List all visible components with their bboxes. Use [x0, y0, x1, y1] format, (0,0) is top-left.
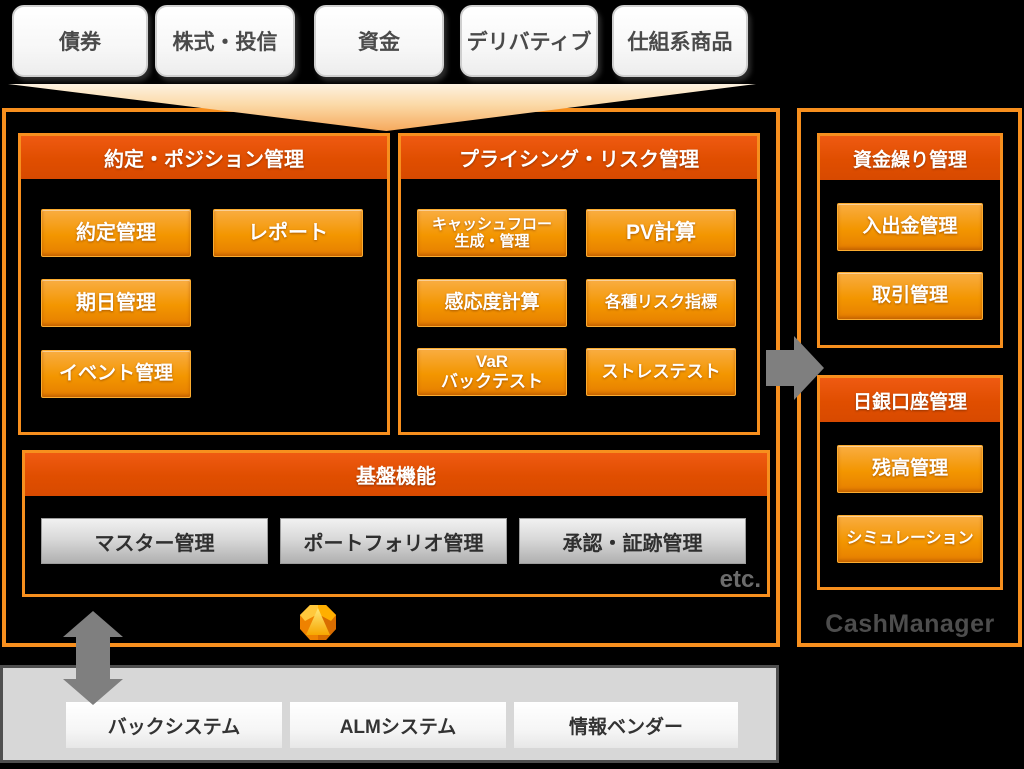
btn-deposit-withdrawal-management: 入出金管理 — [837, 203, 983, 251]
btn-trade-management: 約定管理 — [41, 209, 191, 257]
btn-label: 各種リスク指標 — [604, 293, 717, 311]
btn-label: 残高管理 — [871, 458, 948, 480]
pricing-panel-header: プライシング・リスク管理 — [401, 136, 757, 179]
source-box-derivatives: デリバティブ — [460, 5, 598, 77]
external-systems-bar: バックシステム ALMシステム 情報ベンダー — [0, 665, 779, 763]
btn-label: マスター管理 — [94, 532, 215, 555]
system-label: バックシステム — [107, 716, 241, 738]
btn-stress-test: ストレステスト — [586, 348, 736, 396]
cash-panel-title: 資金繰り管理 — [852, 149, 967, 171]
btn-sensitivity-calculation: 感応度計算 — [417, 279, 567, 327]
btn-label: 生成・管理 — [454, 233, 530, 250]
up-down-arrow-icon — [63, 611, 123, 705]
boj-panel: 日銀口座管理 残高管理 シミュレーション — [817, 375, 1003, 590]
trade-panel-title: 約定・ポジション管理 — [104, 149, 304, 171]
system-box-info-vendor: 情報ベンダー — [514, 702, 738, 748]
source-label: 株式・投信 — [172, 31, 278, 54]
btn-master-management: マスター管理 — [41, 518, 268, 564]
btn-label: イベント管理 — [58, 363, 173, 385]
cash-panel-header: 資金繰り管理 — [820, 136, 1000, 180]
btn-report: レポート — [213, 209, 363, 257]
source-label: 資金 — [358, 31, 400, 54]
btn-label: キャッシュフロー — [431, 215, 552, 233]
system-box-back-system: バックシステム — [66, 702, 282, 748]
btn-balance-management: 残高管理 — [837, 445, 983, 493]
btn-simulation: シミュレーション — [837, 515, 983, 563]
btn-label: ストレステスト — [601, 362, 721, 382]
btn-approval-audit-management: 承認・証跡管理 — [519, 518, 746, 564]
source-label: 仕組系商品 — [627, 31, 733, 54]
source-label: デリバティブ — [466, 31, 592, 54]
platform-panel-header: 基盤機能 — [25, 453, 767, 496]
btn-var-backtest: VaR バックテスト — [417, 348, 567, 396]
source-box-bonds: 債券 — [12, 5, 148, 77]
btn-pv-calculation: PV計算 — [586, 209, 736, 257]
btn-event-management: イベント管理 — [41, 350, 191, 398]
cash-panel: 資金繰り管理 入出金管理 取引管理 — [817, 133, 1003, 348]
right-arrow-icon — [766, 336, 824, 400]
system-box-alm-system: ALMシステム — [290, 702, 506, 748]
boj-panel-title: 日銀口座管理 — [852, 391, 967, 413]
source-label: 債券 — [59, 31, 101, 54]
btn-label: 感応度計算 — [444, 292, 540, 314]
btn-label: ポートフォリオ管理 — [303, 532, 484, 555]
etc-label: etc. — [719, 566, 761, 593]
btn-label: 約定管理 — [76, 221, 156, 244]
platform-panel-title: 基盤機能 — [356, 466, 436, 488]
btn-label: PV計算 — [625, 220, 696, 244]
btn-transaction-management: 取引管理 — [837, 272, 983, 320]
btn-maturity-management: 期日管理 — [41, 279, 191, 327]
pricing-panel-title: プライシング・リスク管理 — [459, 149, 699, 171]
btn-label: 取引管理 — [871, 285, 948, 307]
pricing-panel: プライシング・リスク管理 キャッシュフロー 生成・管理 PV計算 感応度計算 各… — [398, 133, 760, 435]
trade-panel-header: 約定・ポジション管理 — [21, 136, 387, 179]
btn-label: VaR — [475, 352, 509, 372]
platform-panel: 基盤機能 マスター管理 ポートフォリオ管理 承認・証跡管理 etc. — [22, 450, 770, 597]
btn-label: 承認・証跡管理 — [562, 532, 703, 555]
btn-label: レポート — [248, 221, 328, 244]
source-box-equity: 株式・投信 — [155, 5, 295, 77]
btn-cashflow-management: キャッシュフロー 生成・管理 — [417, 209, 567, 257]
btn-label: シミュレーション — [846, 529, 974, 547]
system-label: ALMシステム — [339, 716, 457, 738]
trade-panel: 約定・ポジション管理 約定管理 レポート 期日管理 イベント管理 — [18, 133, 390, 435]
btn-risk-indicators: 各種リスク指標 — [586, 279, 736, 327]
btn-label: 入出金管理 — [862, 216, 958, 238]
source-box-structured: 仕組系商品 — [612, 5, 748, 77]
cashmanager-brand-text: CashManager — [825, 610, 995, 638]
boj-panel-header: 日銀口座管理 — [820, 378, 1000, 422]
gem-icon — [297, 604, 339, 642]
btn-label: バックテスト — [441, 372, 543, 391]
system-label: 情報ベンダー — [568, 716, 683, 738]
btn-label: 期日管理 — [76, 291, 156, 314]
btn-portfolio-management: ポートフォリオ管理 — [280, 518, 507, 564]
source-box-funds: 資金 — [314, 5, 444, 77]
